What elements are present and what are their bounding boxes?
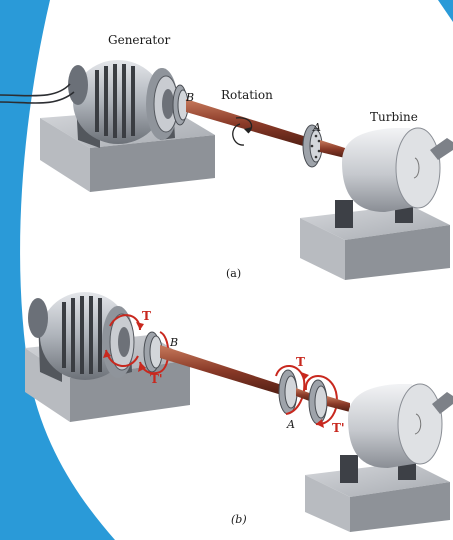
generator-a [68,60,179,148]
torque-t-shaft-label: T [296,355,305,369]
point-a-label-a: A [312,121,321,134]
rotation-label: Rotation [221,88,273,102]
turbine-base-a [300,205,450,280]
turbine-base-b [305,462,450,532]
coupling-a-left-b [278,369,298,415]
point-b-label-b: B [169,336,178,349]
caption-b: (b) [231,513,247,526]
figure-b: T T' B T A T' (b) [25,292,453,532]
generator-b [28,292,135,382]
torque-t-generator-label: T [142,309,151,323]
torque-tprime-turbine-label: T' [332,421,345,435]
torque-tprime-generator-label: T' [150,372,163,386]
generator-label: Generator [108,33,170,47]
coupling-b-b [143,331,163,373]
shaft-a [186,99,310,148]
point-a-label-b: A [286,418,295,431]
generator-cables-a [0,83,75,104]
coupling-a-a [302,124,323,168]
caption-a: (a) [226,267,241,280]
torque-arrow-tprime-turbine [304,375,338,426]
rotation-arrow [232,117,253,146]
figure-a: Generator Rotation Turbine B A (a) [0,33,453,280]
shaft-b [160,345,285,396]
point-b-label-a: B [185,91,194,104]
turbine-label: Turbine [370,110,418,124]
turbine-b [340,383,453,483]
turbine-a [335,127,453,228]
